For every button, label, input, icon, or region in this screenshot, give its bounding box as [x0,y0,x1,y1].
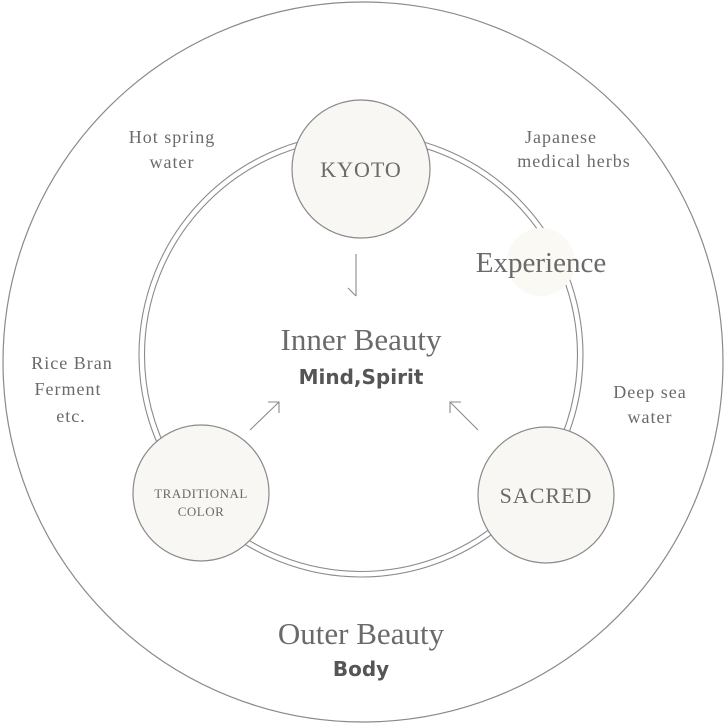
deep-sea-line1: Deep sea [613,382,686,402]
sacred-label: SACRED [500,483,593,508]
kyoto-node [291,99,431,239]
inner-beauty-title: Inner Beauty [281,322,442,357]
rice-bran-line3: etc. [56,406,85,426]
experience-glow [507,228,575,296]
traditional-color-label-line1: TRADITIONAL [154,486,248,501]
herbs-line1: Japanese [525,127,597,147]
outer-beauty-subtitle: Body [333,657,389,681]
rice-bran-line2: Ferment [35,379,102,399]
rice-bran-line1: Rice Bran [31,353,112,373]
traditional-color-label-line2: COLOR [178,504,225,519]
kyoto-label: KYOTO [320,157,402,182]
inner-beauty-subtitle: Mind,Spirit [299,365,424,389]
hot-spring-line1: Hot spring [129,127,216,147]
arrow-down [347,254,357,297]
herbs-line2: medical herbs [517,151,630,171]
experience-label: Experience [476,247,606,279]
sacred-node [477,426,615,564]
hot-spring-line2: water [150,152,195,172]
traditional-color-node [132,424,270,562]
arrow-left-up [249,401,280,431]
outer-beauty-title: Outer Beauty [278,616,445,651]
arrow-right-up [449,401,479,431]
deep-sea-line2: water [628,407,673,427]
